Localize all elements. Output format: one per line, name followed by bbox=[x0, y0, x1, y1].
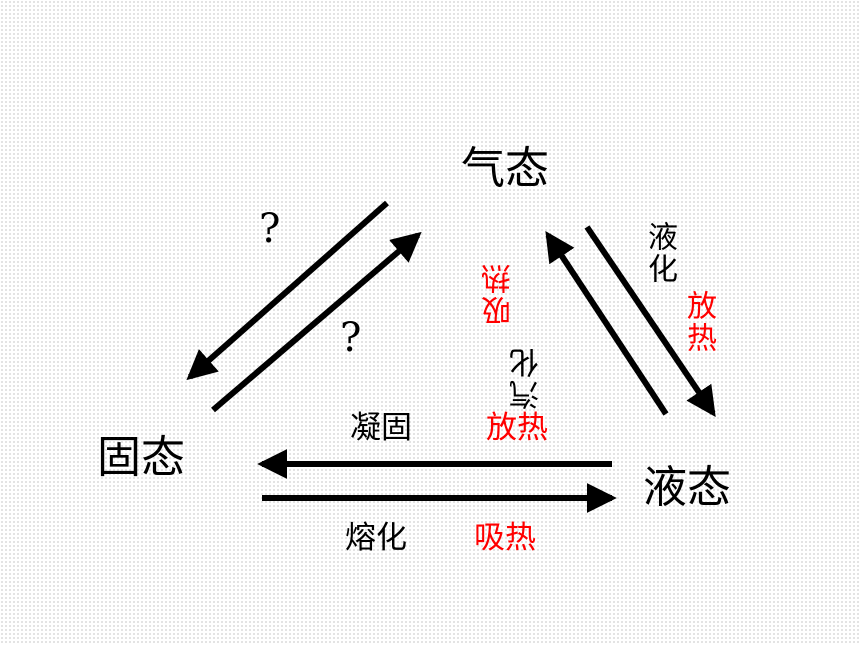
arrow-liquid-to-gas bbox=[545, 230, 669, 416]
vaporization-label: 汽化 bbox=[510, 346, 545, 410]
arrow-gas-to-solid bbox=[186, 200, 389, 381]
arrow-gas-to-liquid bbox=[584, 225, 716, 417]
liquid-state-label: 液态 bbox=[643, 462, 731, 513]
solidification-label: 凝固 bbox=[350, 410, 412, 446]
melting-label: 熔化 bbox=[345, 520, 407, 556]
arrow-solid-to-gas bbox=[211, 231, 422, 413]
melting-heat-label: 吸热 bbox=[474, 520, 536, 556]
vaporization-heat-label: 吸热 bbox=[482, 262, 517, 326]
solidification-heat-label: 放热 bbox=[486, 410, 548, 446]
question-mark-gas-to-solid: ? bbox=[259, 206, 281, 252]
liquefaction-label: 液化 bbox=[642, 221, 677, 285]
question-mark-solid-to-gas: ? bbox=[340, 315, 362, 361]
gas-state-label: 气态 bbox=[461, 143, 549, 194]
liquefaction-heat-label: 放热 bbox=[681, 290, 716, 354]
solid-state-label: 固态 bbox=[97, 432, 185, 483]
